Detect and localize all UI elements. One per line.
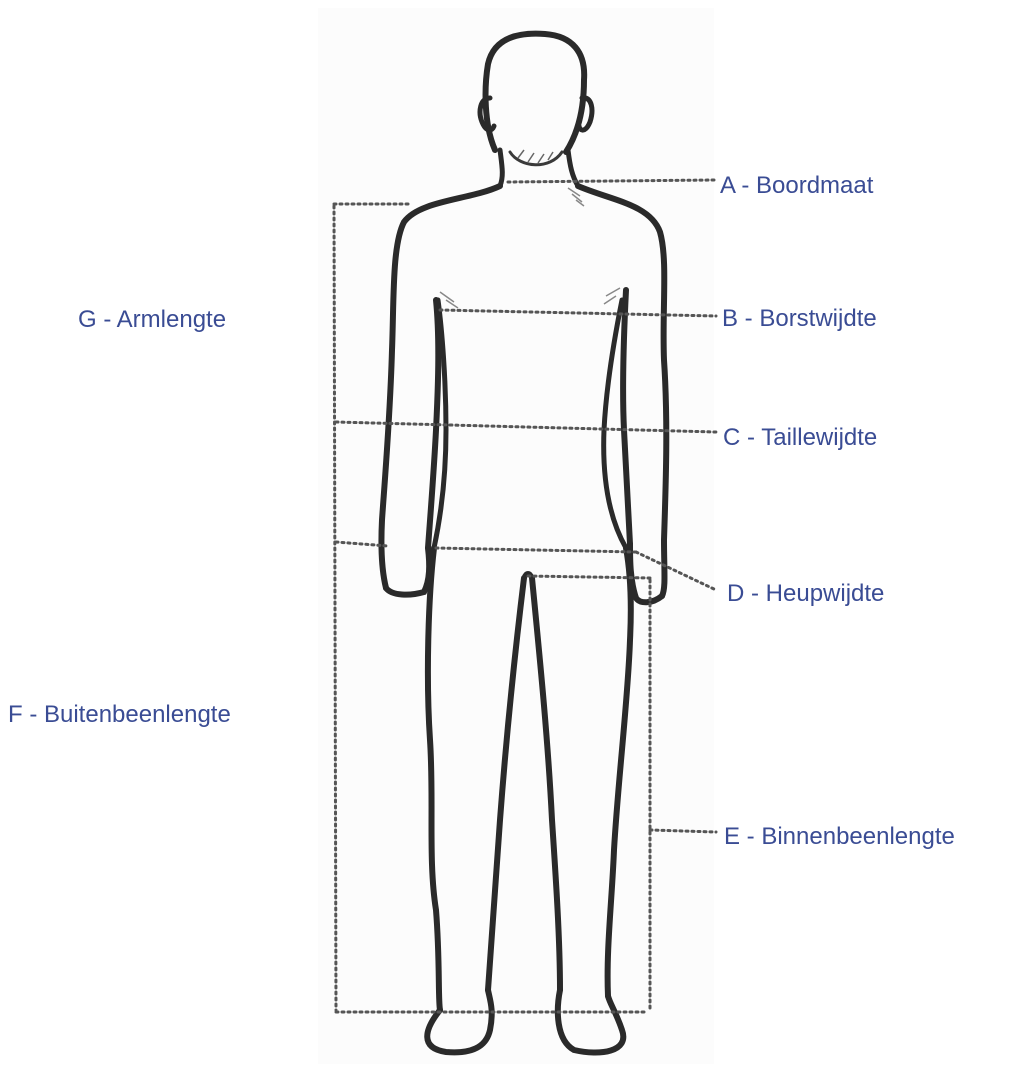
line-e-pointer bbox=[650, 830, 716, 832]
line-a-collar bbox=[508, 180, 714, 182]
left-leg-inner bbox=[488, 578, 524, 990]
right-leg-outer bbox=[608, 548, 631, 996]
left-armpit-shade bbox=[440, 292, 458, 308]
chin-outline bbox=[510, 152, 562, 165]
left-hand bbox=[386, 548, 429, 595]
line-d-pointer bbox=[636, 552, 716, 590]
right-armpit-shade bbox=[604, 288, 620, 304]
right-arm-inner bbox=[623, 290, 630, 544]
line-c-waist bbox=[336, 422, 716, 432]
left-shoulder-arm-outer bbox=[381, 186, 500, 588]
line-b-chest bbox=[440, 310, 716, 316]
label-f-outseam: F - Buitenbeenlengte bbox=[8, 701, 231, 729]
right-leg-inner bbox=[532, 578, 560, 990]
label-b-chest: B - Borstwijdte bbox=[722, 305, 877, 333]
neck-left bbox=[500, 150, 502, 186]
label-g-arm-length: G - Armlengte bbox=[78, 306, 226, 334]
right-foot bbox=[558, 990, 623, 1053]
label-d-hips: D - Heupwijdte bbox=[727, 580, 884, 608]
label-c-waist: C - Taillewijdte bbox=[723, 424, 877, 452]
line-crotch-horizontal bbox=[528, 576, 650, 578]
left-leg-outer bbox=[428, 548, 440, 1010]
line-f-vertical bbox=[334, 206, 336, 1010]
label-a-collar: A - Boordmaat bbox=[720, 172, 873, 200]
label-e-inseam: E - Binnenbeenlengte bbox=[724, 823, 955, 851]
line-d-hips bbox=[436, 548, 636, 552]
head-outline bbox=[486, 34, 585, 152]
